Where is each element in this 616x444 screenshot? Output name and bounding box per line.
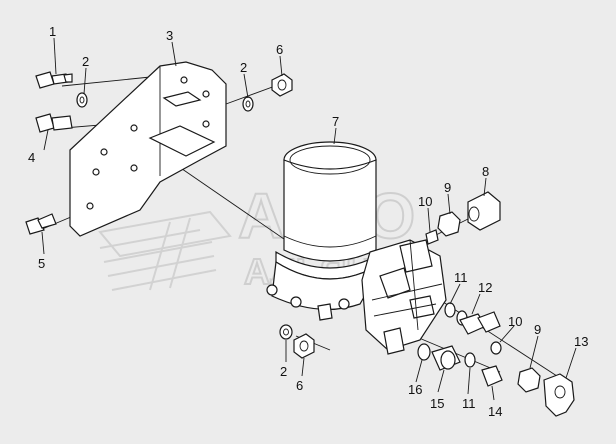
callout-5: 5 xyxy=(38,256,45,271)
part-15-fitting xyxy=(431,345,461,371)
callout-11-upper: 11 xyxy=(454,270,468,285)
part-10-ring-top xyxy=(425,229,439,245)
callout-12: 12 xyxy=(478,280,492,295)
callout-15: 15 xyxy=(430,396,444,411)
part-10-ring-lower xyxy=(490,341,502,355)
part-14-plug xyxy=(481,365,503,387)
callout-10-top: 10 xyxy=(418,194,432,209)
part-9-nut-lower xyxy=(517,367,541,393)
part-6-nut-bottom xyxy=(293,333,315,359)
part-7-air-dryer xyxy=(266,141,385,321)
part-11-ring-lower xyxy=(464,352,476,368)
leader-lines xyxy=(41,37,577,401)
part-13-elbow-fitting xyxy=(543,373,575,417)
callout-10-lower: 10 xyxy=(508,314,522,329)
callout-8: 8 xyxy=(482,164,489,179)
callout-1: 1 xyxy=(49,24,56,39)
valve-body xyxy=(361,239,447,355)
part-3-bracket xyxy=(69,61,227,237)
part-4-bolt xyxy=(35,113,73,133)
callout-13: 13 xyxy=(574,334,588,349)
callout-16: 16 xyxy=(408,382,422,397)
callout-9-lower: 9 xyxy=(534,322,541,337)
part-1-bolt xyxy=(35,71,73,89)
callout-6-bottom: 6 xyxy=(296,378,303,393)
part-5-bolt xyxy=(25,213,57,235)
callout-4: 4 xyxy=(28,150,35,165)
part-16-ring xyxy=(417,343,431,361)
callout-3: 3 xyxy=(166,28,173,43)
callout-2-top-left: 2 xyxy=(82,54,89,69)
part-8-sensor xyxy=(467,191,501,231)
part-2-washer-bottom xyxy=(279,324,293,340)
callout-11-lower: 11 xyxy=(462,396,476,411)
part-9-nut-top xyxy=(437,211,461,237)
callout-9-top: 9 xyxy=(444,180,451,195)
callout-2-top-right: 2 xyxy=(240,60,247,75)
watermark-emblem xyxy=(98,210,232,291)
part-6-nut-top xyxy=(271,73,293,97)
part-2-washer-top-right xyxy=(242,96,254,112)
part-2-washer-top-left xyxy=(76,92,88,108)
part-12-fittings xyxy=(459,311,501,335)
callout-2-bottom: 2 xyxy=(280,364,287,379)
callout-14: 14 xyxy=(488,404,502,419)
callout-6-top: 6 xyxy=(276,42,283,57)
callout-7: 7 xyxy=(332,114,339,129)
callout-labels: 1 2 3 2 6 4 5 7 8 9 10 11 12 10 9 13 2 6… xyxy=(28,24,588,419)
